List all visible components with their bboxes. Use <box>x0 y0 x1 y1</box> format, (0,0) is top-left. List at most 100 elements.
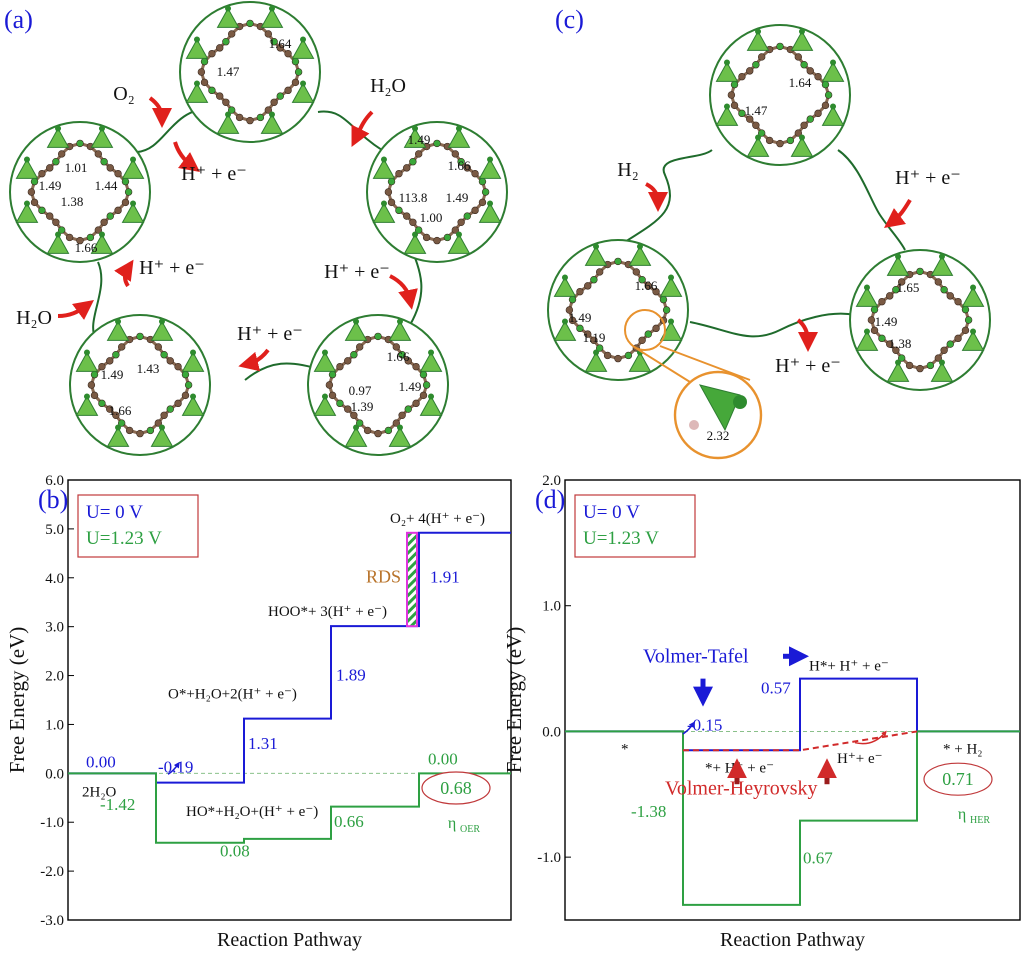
atom <box>652 287 660 296</box>
atom <box>451 226 460 234</box>
boron-cluster <box>419 395 443 416</box>
bond-length-label: 1.65 <box>897 280 920 295</box>
atom <box>121 177 130 186</box>
boron-cluster <box>553 276 577 297</box>
atom <box>433 236 441 245</box>
atom <box>403 212 411 220</box>
atom <box>668 274 675 281</box>
boron-cluster <box>930 361 954 382</box>
x-axis-label: Reaction Pathway <box>720 929 865 951</box>
atom <box>227 30 236 38</box>
atom <box>644 282 652 290</box>
atom <box>94 226 103 234</box>
atom <box>225 111 232 118</box>
atom <box>584 330 592 338</box>
boron-cluster <box>185 82 209 103</box>
atom <box>52 158 60 166</box>
atom <box>451 150 460 158</box>
atom <box>961 305 970 314</box>
atom <box>576 324 584 333</box>
atom <box>200 78 209 87</box>
bond-length-label: 1.44 <box>95 178 118 193</box>
atom <box>57 226 66 234</box>
atom <box>970 284 977 291</box>
atom <box>961 326 970 335</box>
boron-cluster <box>746 136 770 157</box>
atom <box>130 156 137 163</box>
atom <box>115 318 122 325</box>
molecule-ring: 1.641.47 <box>179 1 321 143</box>
atom <box>752 61 760 69</box>
bond-length-label: 1.49 <box>399 379 422 394</box>
atom <box>193 80 200 87</box>
atom <box>284 49 292 58</box>
atom <box>106 164 114 172</box>
atom <box>814 109 822 118</box>
atom <box>776 42 784 51</box>
atom <box>336 399 344 408</box>
atom <box>422 381 431 389</box>
boron-cluster <box>821 61 845 82</box>
atom <box>746 67 754 75</box>
ring-outline <box>307 314 449 456</box>
atom <box>776 139 784 148</box>
overpotential-value: 0.68 <box>440 778 472 798</box>
atom <box>457 218 465 226</box>
atom <box>414 150 423 158</box>
boron-cluster <box>628 245 652 266</box>
atom <box>117 343 126 351</box>
atom <box>160 351 168 359</box>
zoom-source <box>624 309 666 351</box>
boron-cluster <box>553 320 577 341</box>
y-tick-label: 5.0 <box>45 522 64 538</box>
atom <box>463 164 471 172</box>
atom <box>235 113 244 122</box>
y-tick-label: 4.0 <box>45 571 64 587</box>
boron-cluster <box>715 105 739 126</box>
atom <box>246 19 254 28</box>
ring-outline <box>9 121 151 263</box>
atom <box>632 268 641 276</box>
atom <box>946 340 954 348</box>
atom <box>755 28 762 35</box>
reaction-step-label: H⁺ + e⁻ <box>775 355 841 377</box>
atom <box>916 267 924 276</box>
atom <box>455 125 462 132</box>
atom <box>568 316 577 325</box>
atom <box>727 91 736 99</box>
state-label: O₂+ 4(H⁺ + e⁻) <box>390 511 485 527</box>
atom <box>798 28 805 35</box>
boron-cluster <box>46 127 70 148</box>
boron-cluster <box>260 113 284 134</box>
atom <box>300 36 307 43</box>
legend: U= 0 VU=1.23 V <box>77 494 199 558</box>
atom <box>471 206 479 215</box>
legend-entry: U= 0 V <box>583 502 640 523</box>
atom <box>264 30 273 38</box>
molecule-ring: 1.651.491.38 <box>849 249 991 391</box>
atom <box>916 364 924 373</box>
atom <box>798 134 805 141</box>
cycle-connector <box>92 107 423 381</box>
atom <box>561 318 568 325</box>
atom <box>593 243 600 250</box>
atom <box>662 306 671 314</box>
atom <box>27 188 36 196</box>
atom <box>481 188 490 196</box>
reaction-step-label: H⁺ + e⁻ <box>237 323 303 345</box>
atom <box>38 169 46 178</box>
atom <box>65 233 74 242</box>
y-axis-label: Free Energy (eV) <box>5 627 29 774</box>
atom <box>57 150 66 158</box>
boron-cluster <box>447 127 471 148</box>
boron-cluster <box>790 136 814 157</box>
series-line-u123 <box>68 772 511 844</box>
atom <box>46 212 54 220</box>
atom <box>897 354 906 362</box>
atom <box>117 419 126 427</box>
boron-cluster <box>75 351 99 372</box>
atom <box>746 115 754 123</box>
atom <box>328 370 337 379</box>
ring-outline <box>69 314 211 456</box>
